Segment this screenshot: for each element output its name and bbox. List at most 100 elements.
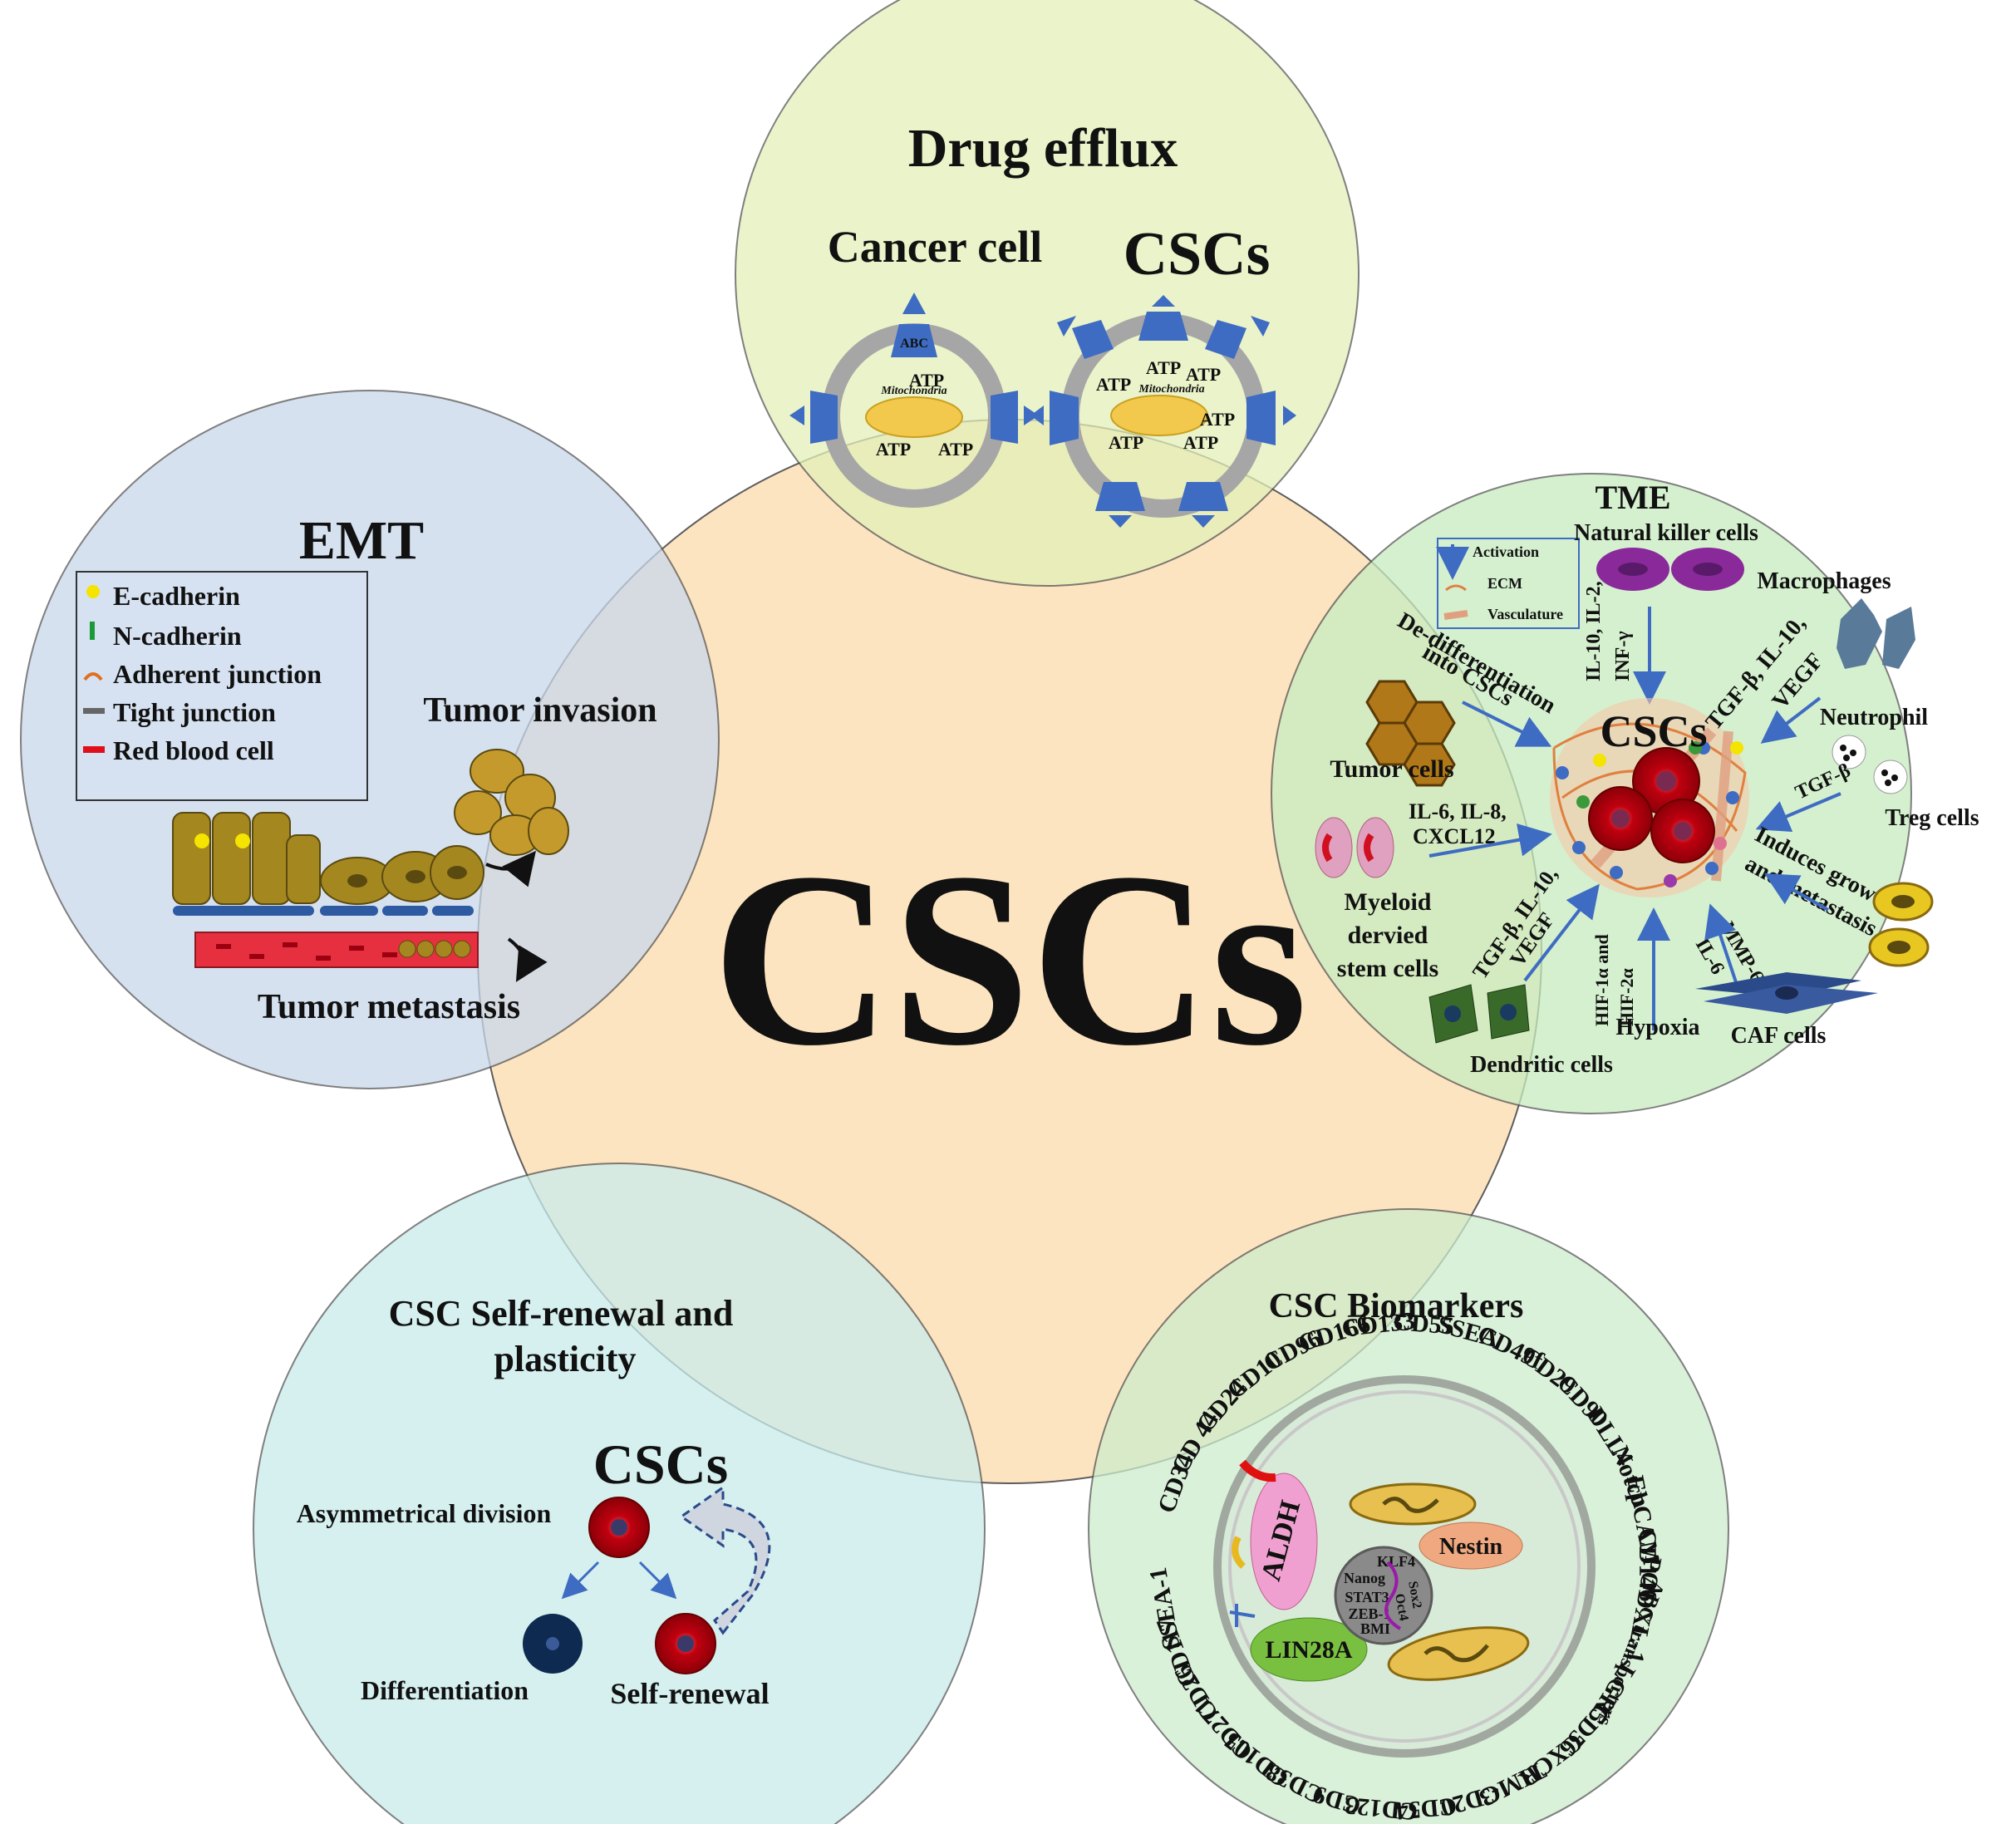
svg-text:Oct4: Oct4 (1392, 1593, 1410, 1622)
svg-text:ECM: ECM (1487, 575, 1522, 592)
macrophages-label: Macrophages (1757, 568, 1891, 594)
invading-cells (454, 749, 569, 887)
abc-pump-icon: ABC (891, 293, 937, 357)
cancer-cell-label: Cancer cell (828, 222, 1042, 272)
biomarker-label: CD54 (1394, 1792, 1458, 1824)
tumor-metastasis-label: Tumor metastasis (258, 988, 520, 1026)
red-blood-cell-icon (83, 746, 105, 753)
tight-junction-icon (83, 708, 105, 714)
svg-text:ATP: ATP (1200, 409, 1235, 430)
svg-text:IL-10, IL-2,: IL-10, IL-2, (1583, 581, 1605, 681)
differentiation-label: Differentiation (361, 1675, 529, 1705)
emt-legend: E-cadherin N-cadherin Adherent junction … (76, 571, 368, 801)
neutrophil-icon (1832, 735, 1908, 794)
svg-text:LIN28A: LIN28A (1265, 1636, 1352, 1664)
n-cadherin-icon (90, 622, 95, 640)
caf-label: CAF cells (1731, 1023, 1827, 1049)
svg-text:ATP: ATP (938, 439, 973, 460)
mitochondria-icon (1110, 395, 1208, 436)
svg-text:stem cells: stem cells (1337, 955, 1438, 982)
self-renewed-csc-icon (655, 1613, 716, 1674)
biomarker-cell: ALDH LIN28A Nestin KLF4 Nanog STAT3 ZEB-… (1213, 1375, 1596, 1758)
macrophages-icon (1837, 598, 1915, 669)
e-cadherin-icon (86, 585, 100, 598)
treg-label: Treg cells (1885, 805, 1979, 831)
svg-text:Vasculature: Vasculature (1487, 606, 1563, 622)
cancer-cell: Mitochondria ATP ATP ATP ABC (789, 293, 1039, 508)
svg-text:Tight junction: Tight junction (113, 697, 276, 727)
center-title: CSCs (712, 821, 1308, 1097)
self-renewal-title-2: plasticity (494, 1339, 636, 1379)
svg-text:ZEB-1: ZEB-1 (1348, 1605, 1390, 1622)
nucleus (1334, 1546, 1433, 1645)
svg-text:INF-γ: INF-γ (1612, 631, 1634, 681)
nk-cells-label: Natural killer cells (1574, 520, 1758, 546)
hif-label: HIF-1α and HIF-2α (1591, 934, 1637, 1026)
nk-cells-icon (1596, 548, 1744, 591)
biomarker-label: CD146 (1634, 1528, 1661, 1602)
abc-pump-icon (789, 391, 838, 444)
svg-text:Activation: Activation (1473, 543, 1539, 560)
mitochondria-icon (1387, 1626, 1530, 1681)
self-renewal-cscs: CSCs (593, 1433, 729, 1496)
svg-text:Sox2: Sox2 (1405, 1581, 1423, 1610)
svg-text:HIF-2α: HIF-2α (1616, 968, 1637, 1026)
self-renewal-label: Self-renewal (610, 1677, 769, 1710)
differentiated-cell-icon (523, 1614, 583, 1674)
mitochondria-icon (865, 396, 963, 438)
biomarkers-title: CSC Biomarkers (1269, 1287, 1524, 1325)
dendritic-label: Dendritic cells (1470, 1052, 1613, 1078)
tumor-cells-label: Tumor cells (1330, 755, 1453, 783)
blood-vessel (194, 932, 548, 982)
dendritic-cells-icon (1428, 984, 1530, 1044)
neutrophil-label: Neutrophil (1820, 705, 1928, 730)
caf-cells-icon (1695, 972, 1878, 1014)
tumor-invasion-label: Tumor invasion (423, 691, 656, 730)
tme-title: TME (1595, 479, 1670, 516)
drug-efflux-circle (735, 0, 1360, 587)
svg-text:N-cadherin: N-cadherin (113, 621, 242, 651)
svg-text:dervied: dervied (1348, 922, 1428, 949)
hypoxia-label: Hypoxia (1615, 1015, 1699, 1040)
svg-text:Nanog: Nanog (1344, 1570, 1385, 1586)
svg-text:ABC: ABC (900, 337, 928, 351)
renewal-arrow-icon (679, 1485, 771, 1635)
tme-csc-cluster (1550, 698, 1749, 897)
myeloid-label: Myeloid dervied stem cells (1337, 888, 1438, 982)
nestin-organelle (1419, 1522, 1523, 1570)
tme-cscs-label: CSCs (1600, 706, 1707, 756)
svg-text:STAT3: STAT3 (1345, 1589, 1389, 1605)
svg-text:Mitochondria: Mitochondria (880, 385, 947, 397)
il10-il2-label: IL-10, IL-2, INF-γ (1583, 581, 1634, 681)
emt-title: EMT (299, 510, 424, 571)
mitochondria-icon (1349, 1482, 1477, 1526)
svg-text:IL-6, IL-8,: IL-6, IL-8, (1409, 799, 1507, 824)
tumor-cells-icon (1365, 680, 1456, 787)
svg-text:ATP: ATP (909, 370, 944, 391)
svg-text:Red blood cell: Red blood cell (113, 735, 274, 765)
adherent-junction-icon (83, 672, 103, 681)
svg-text:KLF4: KLF4 (1377, 1553, 1415, 1570)
aldh-organelle (1250, 1472, 1318, 1610)
csc-cell: Mitochondria ATP ATP ATP ATP ATP ATP (1030, 295, 1296, 528)
parent-csc-icon (588, 1497, 650, 1558)
svg-text:ATP: ATP (1183, 432, 1218, 453)
il6-il8-label: IL-6, IL-8, CXCL12 (1409, 799, 1507, 848)
svg-text:Mitochondria: Mitochondria (1138, 383, 1204, 396)
asymmetrical-label: Asymmetrical division (297, 1498, 552, 1528)
yellow-cells-icon (1868, 882, 1934, 967)
self-renewal-title-1: CSC Self-renewal and (389, 1293, 734, 1334)
svg-text:Adherent junction: Adherent junction (113, 659, 322, 689)
lin28a-organelle (1250, 1617, 1368, 1682)
svg-text:BMI: BMI (1360, 1620, 1390, 1637)
myeloid-cells-icon (1315, 817, 1394, 878)
epithelial-cells (172, 812, 484, 916)
tme-legend: Activation ECM Vasculature (1436, 538, 1580, 629)
svg-text:HIF-1α and: HIF-1α and (1591, 934, 1612, 1026)
svg-text:ATP: ATP (1109, 432, 1143, 453)
svg-text:CXCL12: CXCL12 (1413, 824, 1496, 848)
svg-text:ATP: ATP (876, 439, 911, 460)
svg-text:ATP: ATP (1186, 364, 1221, 385)
